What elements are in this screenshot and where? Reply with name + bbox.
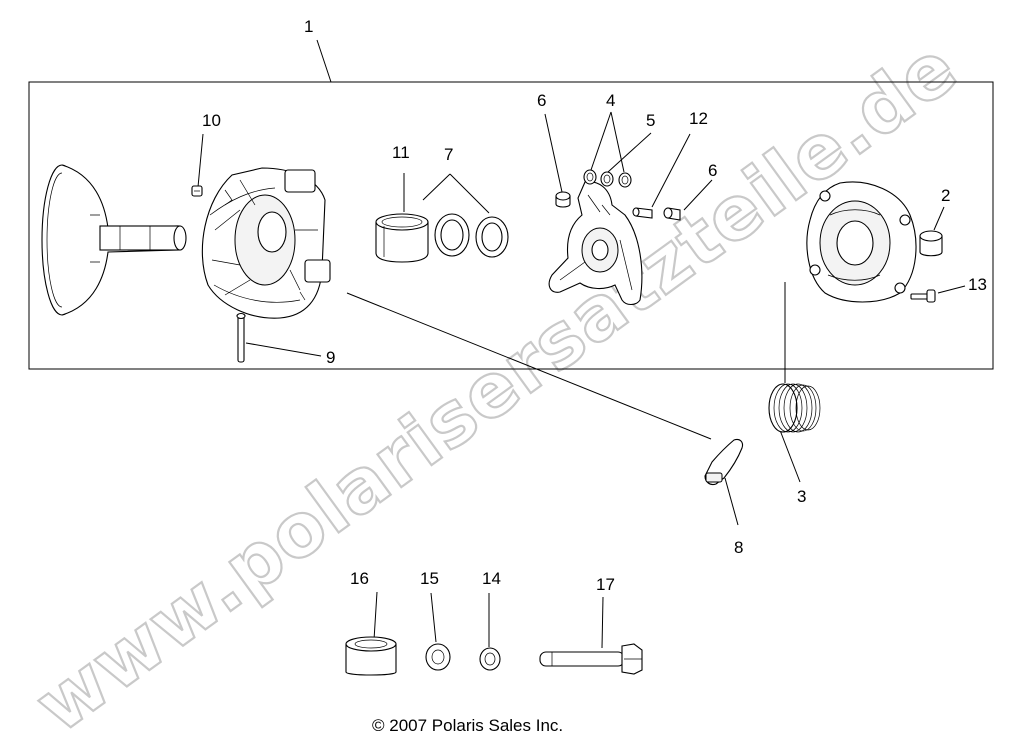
watermark-text: www.polarisersatzteile.de: [20, 24, 973, 749]
assembly-frame: [28, 81, 994, 370]
part-16-spacer: [345, 636, 397, 676]
watermark: www.polarisersatzteile.de: [19, 23, 974, 750]
part-14-washer: [479, 647, 501, 671]
leader-lines: [197, 39, 966, 649]
part-11-bushing: [375, 213, 429, 263]
movable-sheave: [201, 167, 331, 319]
part-15-washer: [425, 643, 451, 671]
callout-1: 1: [304, 17, 313, 36]
cover: [806, 181, 917, 303]
callout-13: 13: [968, 275, 987, 294]
part-13-screw: [910, 289, 936, 303]
callout-12: 12: [689, 109, 708, 128]
callout-14: 14: [482, 569, 501, 588]
callout-11: 11: [392, 143, 410, 162]
spider: [548, 181, 643, 306]
callout-4: 4: [606, 91, 615, 110]
small-parts-cluster: [555, 169, 681, 221]
callout-15: 15: [420, 569, 439, 588]
callout-3: 3: [797, 487, 806, 506]
callout-16: 16: [350, 569, 369, 588]
fixed-sheave: [41, 164, 187, 316]
callout-8: 8: [734, 538, 743, 557]
part-17-bolt: [539, 643, 643, 675]
copyright-notice: © 2007 Polaris Sales Inc.: [372, 716, 563, 735]
part-10-nut: [191, 185, 203, 197]
callout-17: 17: [596, 575, 615, 594]
part-3-spring: [768, 383, 821, 433]
callout-6-left: 6: [537, 91, 546, 110]
callout-7: 7: [444, 145, 453, 164]
callout-2: 2: [941, 186, 950, 205]
callout-10: 10: [202, 111, 221, 130]
part-7-rings: [434, 213, 509, 258]
part-9-pin: [236, 312, 246, 363]
callout-6-right: 6: [708, 161, 717, 180]
part-8-weight: [704, 438, 744, 486]
callout-9: 9: [326, 348, 335, 367]
part-2-bushing: [919, 230, 943, 257]
callout-5: 5: [646, 111, 655, 130]
callout-labels: 1 10 11 7 6 4 5 12 6 2 13 9 3 8 16 15 14…: [202, 17, 987, 594]
